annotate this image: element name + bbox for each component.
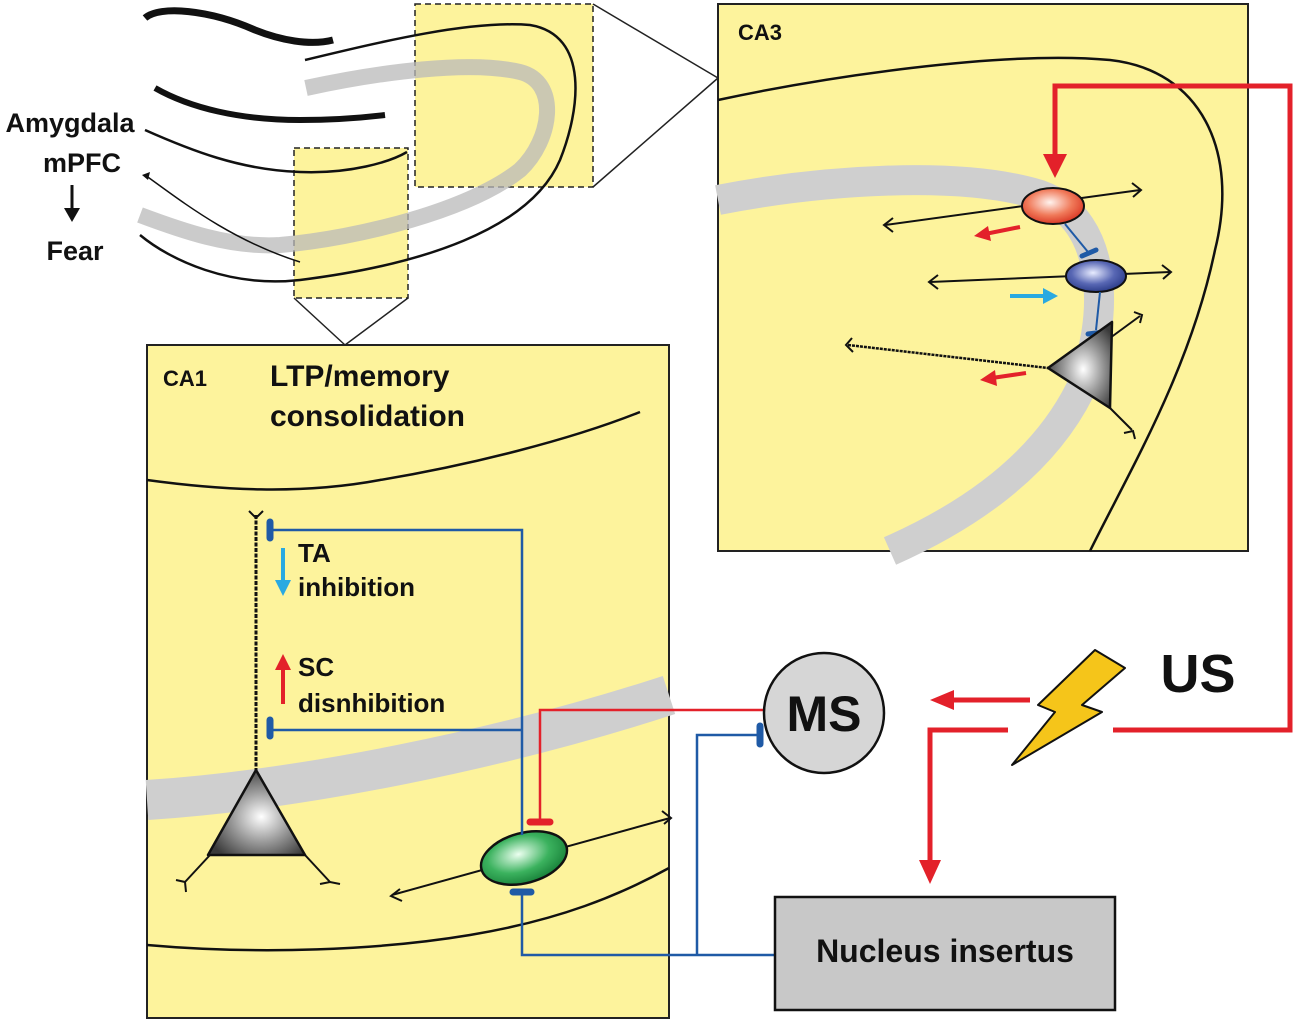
- ca3-red-arrow-2: [980, 370, 1027, 386]
- ms-to-ca1-excitatory: [538, 708, 766, 822]
- ni-to-ms-inhibitory: [695, 733, 758, 955]
- ta-down-arrow: [275, 548, 291, 596]
- ca3-red-interneuron: [882, 182, 1143, 233]
- ms-label: MS: [787, 686, 862, 742]
- ca3-red-arrow-1: [974, 225, 1021, 241]
- amygdala-label: Amygdala: [5, 108, 135, 138]
- fear-label: Fear: [46, 236, 104, 266]
- ca1-pyramidal-band: [145, 675, 676, 820]
- ca1-zoom-connector-right: [344, 297, 409, 346]
- ca3-blue-interneuron: [927, 259, 1173, 293]
- us-to-ms-arrowhead: [930, 690, 954, 710]
- mpfc-label: mPFC: [43, 148, 121, 178]
- nucleus-insertus-label: Nucleus insertus: [816, 933, 1074, 969]
- ca1-subtitle-line1: LTP/memory: [270, 360, 450, 393]
- ca1-subtitle-line2: consolidation: [270, 400, 465, 433]
- overview-inner-curve: [144, 128, 408, 174]
- ca3-cyan-arrow: [1010, 288, 1058, 304]
- lightning-bolt-icon: [1011, 649, 1126, 766]
- hippocampus-overview: [137, 3, 594, 299]
- ca3-panel-title: CA3: [738, 20, 782, 45]
- red-to-blue-synapse: [1079, 247, 1099, 259]
- overview-pyramidal-band: [137, 59, 555, 254]
- overview-fiber-arrowhead: [142, 172, 150, 180]
- blue-interneuron-soma: [1065, 259, 1127, 293]
- pyramidal-neuron-icon: [206, 768, 307, 857]
- blue-to-pyramidal-connection: [1095, 291, 1101, 331]
- ca1-bottom-border: [146, 866, 670, 952]
- ca1-green-interneuron: [389, 810, 673, 902]
- fear-arrow-head: [64, 208, 80, 222]
- ca3-zoom-connector-top: [592, 3, 719, 79]
- us-to-ca3-pathway: [1052, 83, 1293, 733]
- ta-effect-label: inhibition: [298, 572, 415, 602]
- us-label: US: [1160, 644, 1235, 704]
- ca3-pyramidal-neuron: [844, 311, 1144, 440]
- overview-thick-curve-1: [142, 7, 334, 46]
- nucleus-insertus-node: [773, 895, 1117, 1012]
- interneuron-icon: [479, 830, 569, 886]
- sc-up-arrow: [275, 654, 291, 704]
- us-to-ca3-arrowhead: [1043, 154, 1067, 178]
- red-interneuron-soma: [1021, 187, 1085, 225]
- ca1-top-border: [146, 410, 641, 491]
- ta-inhibitory-pathway: [270, 528, 524, 835]
- overview-outer-curve: [139, 23, 577, 283]
- sc-effect-label: disnhibition: [298, 688, 445, 718]
- ca3-panel-background: [717, 3, 1249, 552]
- ta-label: TA: [298, 538, 331, 568]
- us-to-ni-pathway: [927, 727, 1008, 865]
- ca1-pyramidal-neuron: [175, 510, 341, 893]
- ca1-panel-background: [146, 344, 670, 1019]
- ca1-zoom-connector-left: [293, 297, 346, 346]
- sc-label: SC: [298, 652, 334, 682]
- ca3-zoom-connector-bottom: [592, 77, 719, 188]
- red-to-blue-connection: [1064, 223, 1089, 253]
- ca1-panel-title: CA1: [163, 366, 207, 391]
- pyramidal-neuron-icon: [1046, 320, 1114, 410]
- ca3-zoom-region: [414, 3, 594, 188]
- ca3-outer-border: [717, 56, 1224, 552]
- ca3-panel: CA3: [715, 3, 1249, 565]
- ni-to-ca1-inhibitory: [520, 895, 775, 957]
- ca1-panel: CA1 LTP/memory consolidation: [145, 344, 676, 1019]
- overview-thick-curve-2: [153, 85, 386, 124]
- overview-fiber-line: [144, 174, 301, 263]
- us-to-ni-arrowhead: [919, 860, 941, 884]
- ms-node: [762, 651, 886, 775]
